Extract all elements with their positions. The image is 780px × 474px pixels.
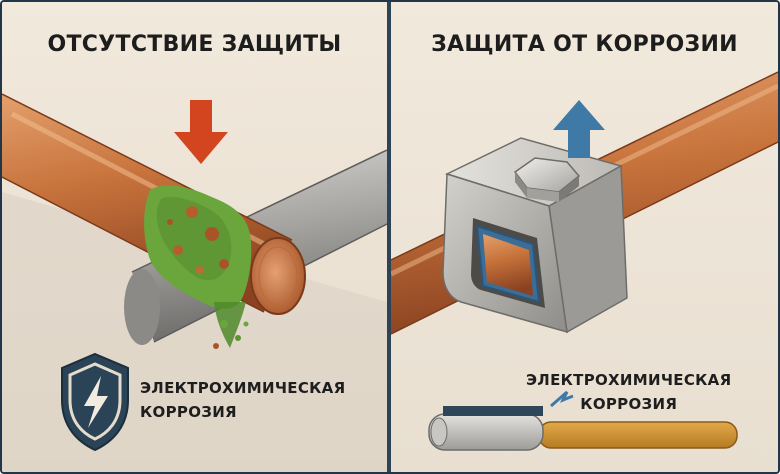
left-panel-title: ОТСУТСТВИЕ ЗАЩИТЫ [47, 32, 342, 57]
panel-corrosion-protection: ЗАЩИТА ОТ КОРРОЗИИ [391, 2, 778, 472]
panel-divider [387, 2, 391, 472]
right-panel-title: ЗАЩИТА ОТ КОРРОЗИИ [431, 32, 738, 57]
left-caption-line2: КОРРОЗИЯ [140, 403, 237, 421]
no-protection-illustration [2, 93, 387, 472]
arrow-up-icon [553, 100, 605, 158]
panel-no-protection: ОТСУТСТВИЕ ЗАЩИТЫ ЭЛЕКТРОХИМИЧЕСКАЯ КОРР… [2, 2, 387, 472]
left-panel-caption: ЭЛЕКТРОХИМИЧЕСКАЯ КОРРОЗИЯ [140, 376, 345, 424]
corrosion-patch [144, 185, 252, 349]
arrow-down-icon [174, 100, 228, 164]
bimetal-strip [428, 406, 738, 451]
protection-illustration [391, 71, 778, 451]
left-caption-line1: ЭЛЕКТРОХИМИЧЕСКАЯ [140, 379, 346, 397]
shield-lightning-icon [61, 352, 129, 452]
right-caption-line2: КОРРОЗИЯ [580, 395, 678, 413]
pipe-clamp-icon [442, 137, 628, 334]
right-panel-caption: ЭЛЕКТРОХИМИЧЕСКАЯ КОРРОЗИЯ [526, 368, 731, 416]
right-caption-line1: ЭЛЕКТРОХИМИЧЕСКАЯ [526, 371, 732, 389]
pointer-arrow-icon [550, 390, 574, 408]
